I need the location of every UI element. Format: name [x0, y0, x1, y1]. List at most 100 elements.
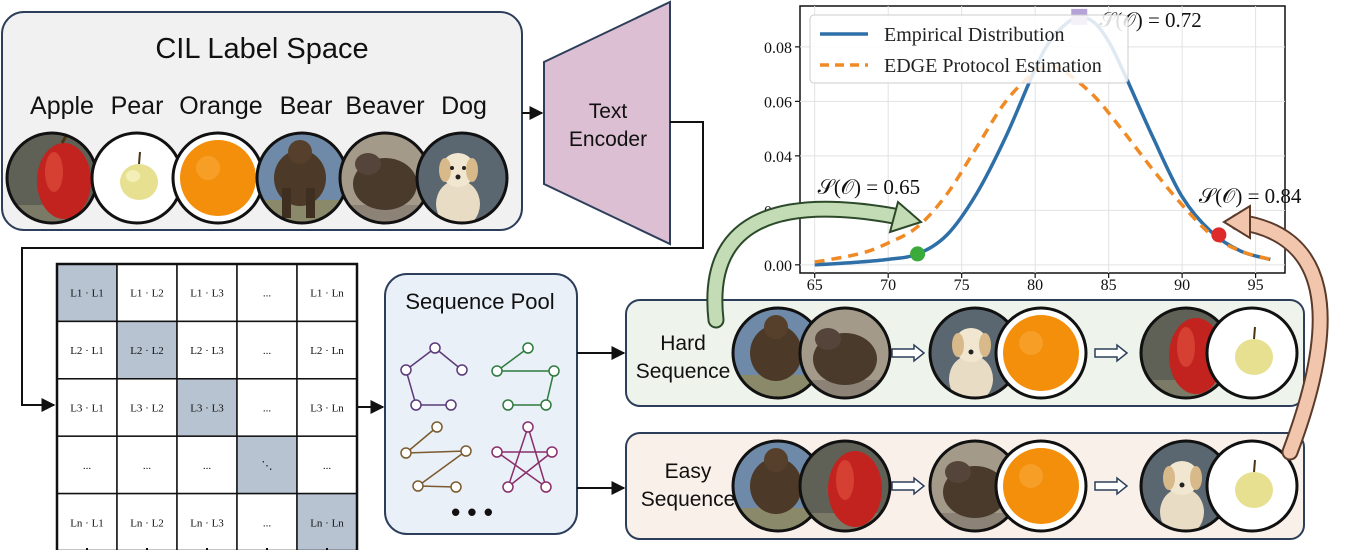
text-encoder: Text Encoder — [543, 0, 671, 246]
beaver-photo — [928, 439, 1022, 533]
matrix-cell-label: L3 · Ln — [310, 403, 344, 415]
matrix-cell-label: L3 · L2 — [130, 403, 164, 415]
matrix-cell-label: ⋱ — [262, 460, 273, 472]
matrix-cell — [176, 320, 238, 380]
matrix-cell-label: L1 · Ln — [310, 288, 344, 300]
matrix-cell-label: L1 · L3 — [190, 288, 224, 300]
matrix-cell — [116, 435, 178, 495]
label-dog: Dog — [441, 92, 487, 120]
hard-label-line1: Hard — [660, 332, 706, 355]
salmon-curved-arrow-head — [1222, 204, 1251, 240]
matrix-cell-label: L2 · Ln — [310, 345, 344, 357]
x-tick-label: 75 — [954, 277, 970, 294]
matrix-cell-label: ... — [263, 517, 272, 529]
sequence-step-arrow — [891, 476, 926, 496]
matrix-cell-label: L2 · L1 — [70, 345, 104, 357]
hard-sequence-panel: Hard Sequence — [625, 299, 1305, 407]
hard-label-line2: Sequence — [636, 360, 731, 383]
x-tick-label: 90 — [1174, 277, 1190, 294]
matrix-cell — [176, 378, 238, 437]
matrix-cell — [236, 435, 298, 495]
pool-graph-purple — [400, 342, 468, 411]
pool-graph-green — [491, 342, 560, 411]
orange-photo — [171, 131, 265, 225]
label-space-title: CIL Label Space — [155, 33, 368, 65]
matrix-cell-label: L3 · L3 — [190, 403, 224, 415]
label-beaver: Beaver — [345, 92, 424, 120]
marker-hard-point — [910, 246, 926, 262]
matrix-cell-label: L1 · L2 — [130, 288, 164, 300]
dog-photo — [928, 306, 1022, 400]
matrix-cell-label: L2 · L2 — [130, 345, 164, 357]
beaver-photo — [798, 306, 892, 400]
plot-legend: Empirical Distribution EDGE Protocol Est… — [809, 14, 1129, 84]
matrix-cell-label: Ln · L1 — [70, 517, 104, 529]
pool-graph-brown — [400, 421, 472, 493]
dog-photo — [415, 131, 509, 225]
x-tick-label: 70 — [880, 277, 896, 294]
pear-photo — [1205, 306, 1299, 400]
pear-photo — [1205, 439, 1299, 533]
matrix-cell-label: L2 · L3 — [190, 345, 224, 357]
sequence-step-arrow — [891, 343, 926, 363]
bear-photo — [255, 131, 349, 225]
similarity-matrix: L1 · L1 L1 · L2 L1 · L3... L1 · Ln L2 · L1 L2… — [55, 262, 359, 550]
label-pear: Pear — [111, 92, 164, 120]
matrix-cell-label: ... — [83, 460, 92, 472]
sequence-step-arrow — [1094, 343, 1129, 363]
pool-ellipsis: • • • — [451, 497, 493, 527]
matrix-cell-label: L3 · L1 — [70, 403, 104, 415]
legend-label-edge: EDGE Protocol Estimation — [884, 55, 1102, 77]
y-tick-label: 0.06 — [764, 94, 792, 111]
matrix-cell-label: ... — [143, 460, 152, 472]
dog-photo — [1139, 439, 1233, 533]
label-space-panel: CIL Label Space Apple Pear Orange Bear B… — [1, 11, 523, 231]
matrix-cell-label: Ln · L3 — [190, 517, 224, 529]
y-tick-label: 0.08 — [764, 40, 792, 57]
sequence-pool: Sequence Pool — [384, 273, 578, 535]
marker-score-label: 𝒮(𝒪) = 0.65 — [818, 175, 921, 199]
label-bear: Bear — [280, 92, 333, 120]
encoder-label-line1: Text — [589, 100, 628, 123]
hard-sequence-images — [731, 306, 1299, 400]
orange-photo — [994, 306, 1088, 400]
matrix-cell-label: Ln · Ln — [310, 517, 344, 529]
label-orange: Orange — [179, 92, 262, 120]
arrow-encoder-to-matrix — [21, 121, 704, 412]
easy-sequence-panel: Easy Sequence — [625, 432, 1305, 540]
matrix-cell — [236, 492, 298, 550]
orange-photo — [994, 439, 1088, 533]
green-curved-arrow — [708, 202, 912, 327]
x-tick-label: 95 — [1248, 277, 1264, 294]
easy-label-line2: Sequence — [641, 488, 736, 511]
apple-photo — [798, 439, 892, 533]
matrix-cell — [296, 320, 358, 380]
matrix-cell — [56, 492, 118, 550]
marker-score-label: 𝒮(𝒪) = 0.84 — [1199, 184, 1302, 208]
encoder-label-line2: Encoder — [569, 128, 647, 151]
matrix-cell — [296, 378, 358, 437]
green-curved-arrow-head — [888, 200, 923, 234]
matrix-cell-label: Ln · L2 — [130, 517, 164, 529]
matrix-cell — [56, 320, 118, 380]
matrix-cell-label: L1 · L1 — [70, 288, 104, 300]
x-tick-label: 85 — [1101, 277, 1117, 294]
beaver-photo — [338, 131, 432, 225]
legend-label-empirical: Empirical Distribution — [884, 24, 1065, 46]
bear-photo — [731, 439, 825, 533]
x-tick-label: 80 — [1027, 277, 1043, 294]
sequence-step-arrow — [1094, 476, 1129, 496]
easy-label-line1: Easy — [665, 460, 712, 483]
matrix-cell-label: ... — [323, 460, 332, 472]
pool-graph-magenta — [491, 421, 558, 493]
pool-title: Sequence Pool — [405, 289, 554, 314]
matrix-cell — [56, 263, 118, 323]
y-tick-label: 0.00 — [764, 258, 792, 275]
salmon-curved-arrow — [1231, 215, 1327, 459]
pear-photo — [90, 131, 184, 225]
